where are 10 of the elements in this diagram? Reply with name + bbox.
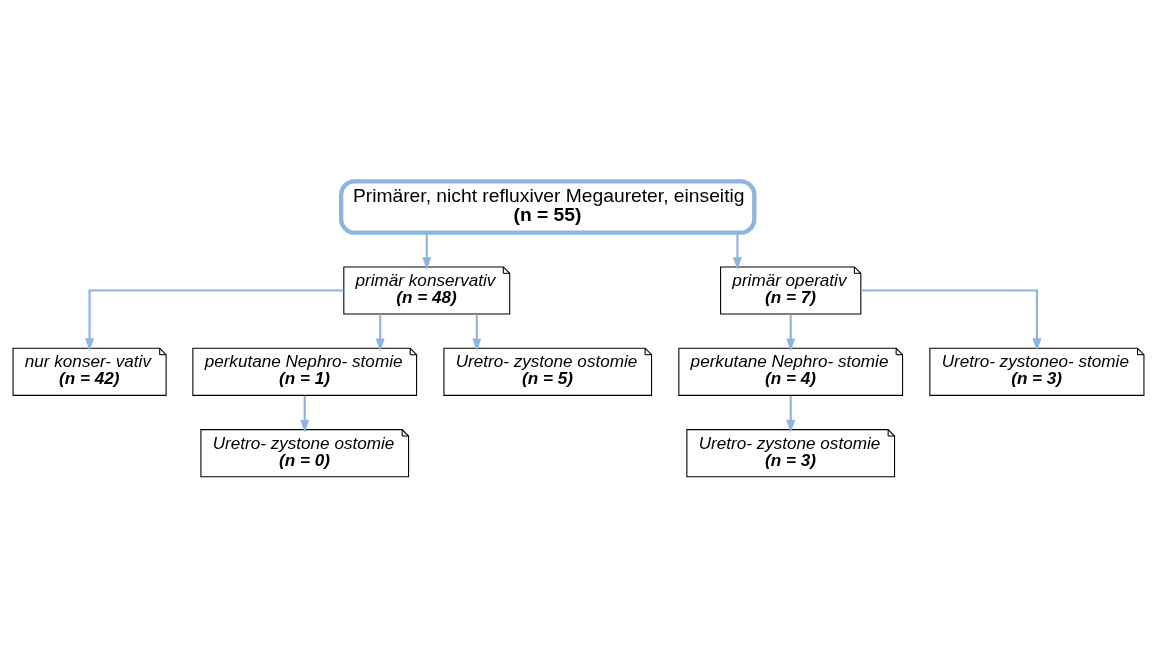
node-box: Primärer, nicht refluxiver Megaureter, einseitig (n = 55) bbox=[339, 178, 757, 235]
arrow bbox=[732, 232, 742, 270]
arrow bbox=[786, 395, 796, 433]
arrow bbox=[786, 313, 796, 351]
arrow bbox=[422, 232, 432, 270]
arrow bbox=[860, 288, 1042, 351]
arrow bbox=[85, 288, 344, 351]
arrow bbox=[472, 313, 482, 351]
arrow bbox=[300, 395, 310, 433]
arrow bbox=[375, 313, 385, 351]
